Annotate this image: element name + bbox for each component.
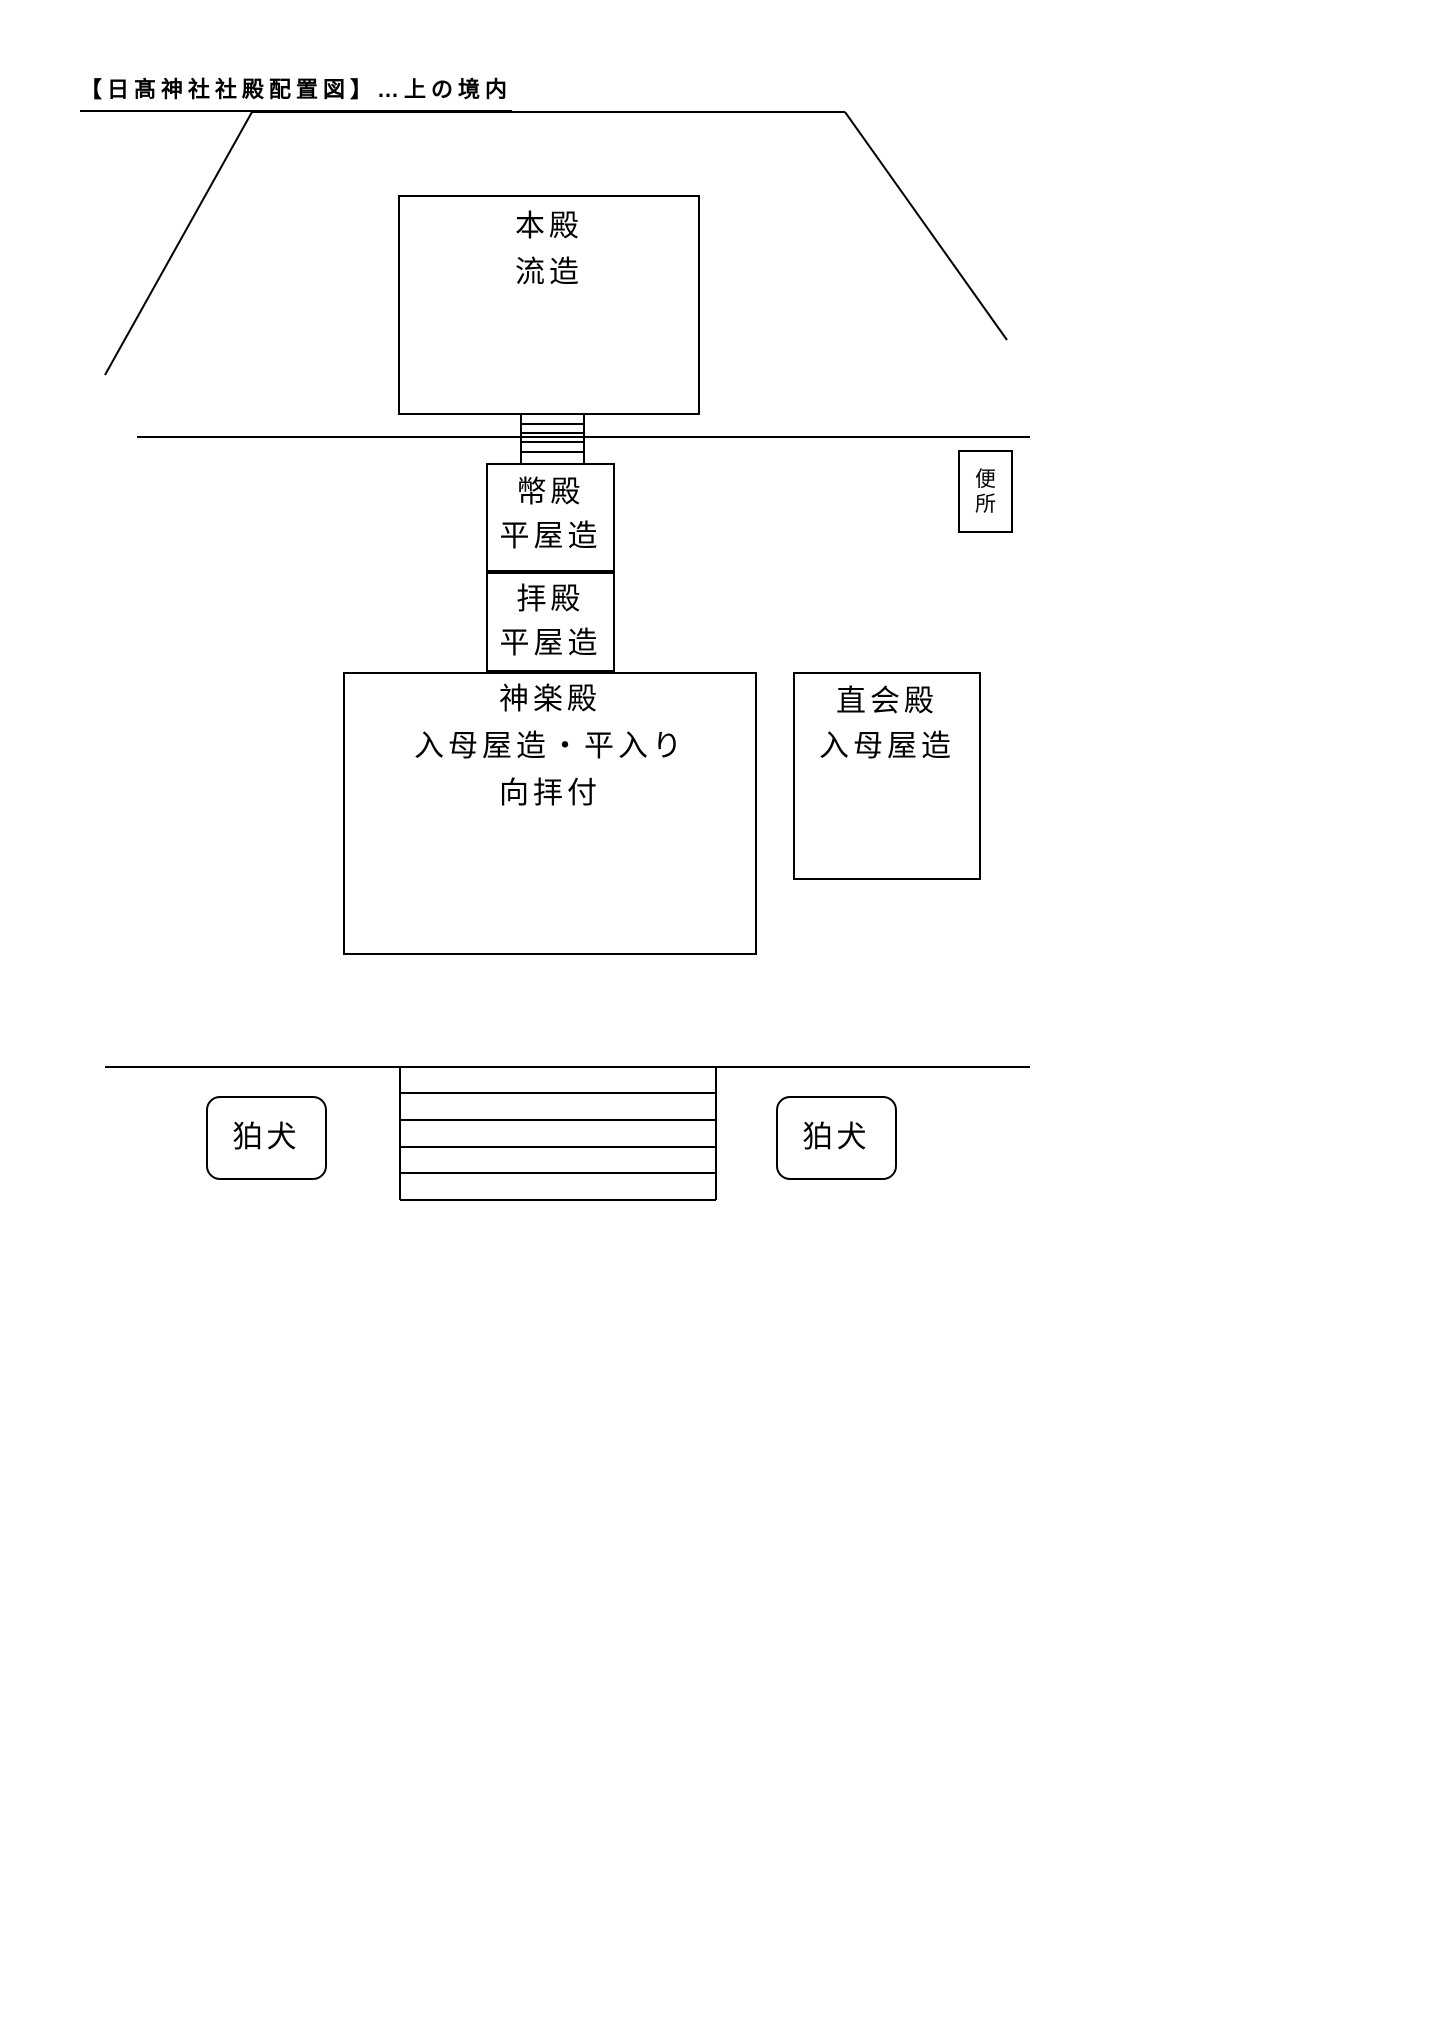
building-honden-style: 流造 (515, 256, 583, 289)
site-boundary-line (104, 111, 1008, 376)
approach-stairs (399, 1067, 717, 1201)
komainu-right-label: 狛犬 (802, 1121, 871, 1154)
building-honden: 本殿 流造 (398, 195, 700, 415)
honden-heiden-steps (520, 415, 585, 463)
building-toilet-name: 便所 (975, 466, 996, 516)
building-heiden: 幣殿 平屋造 (486, 463, 615, 572)
building-naoraiden: 直会殿 入母屋造 (793, 672, 981, 880)
building-heiden-style: 平屋造 (499, 520, 602, 553)
komainu-left-label: 狛犬 (232, 1121, 301, 1154)
building-naoraiden-style: 入母屋造 (819, 730, 955, 763)
building-haiden: 拝殿 平屋造 (486, 572, 615, 672)
building-haiden-name: 拝殿 (516, 583, 585, 616)
building-kaguraden-note: 向拝付 (499, 777, 601, 810)
building-haiden-style: 平屋造 (499, 627, 602, 660)
building-heiden-name: 幣殿 (516, 476, 585, 509)
page-title: 【日髙神社社殿配置図】…上の境内 (80, 72, 513, 112)
building-kaguraden-style: 入母屋造・平入り (414, 730, 686, 763)
komainu-left: 狛犬 (206, 1096, 327, 1180)
building-kaguraden: 神楽殿 入母屋造・平入り 向拝付 (343, 672, 757, 955)
building-honden-name: 本殿 (515, 210, 583, 243)
building-kaguraden-name: 神楽殿 (499, 683, 601, 716)
komainu-right: 狛犬 (776, 1096, 897, 1180)
building-naoraiden-name: 直会殿 (836, 685, 938, 718)
building-toilet: 便所 (958, 450, 1013, 533)
